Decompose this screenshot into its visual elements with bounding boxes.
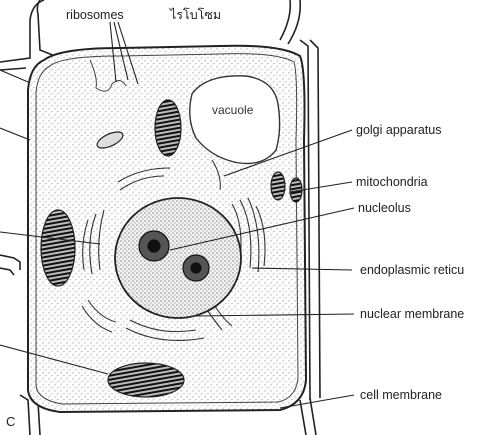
ribosomes-thai-label: ไรโบโซม: [169, 7, 221, 22]
panel-letter: C: [6, 414, 15, 429]
ribosomes-label: ribosomes: [66, 8, 124, 22]
golgi-apparatus-label: golgi apparatus: [356, 123, 441, 137]
nuclear-membrane-label: nuclear membrane: [360, 307, 464, 321]
mitochondria-label: mitochondria: [356, 175, 428, 189]
leader-lines: [0, 22, 354, 408]
cell-membrane-label: cell membrane: [360, 388, 442, 402]
endoplasmic-reticulum-label: endoplasmic reticu: [360, 263, 464, 277]
nucleolus-label: nucleolus: [358, 201, 411, 215]
